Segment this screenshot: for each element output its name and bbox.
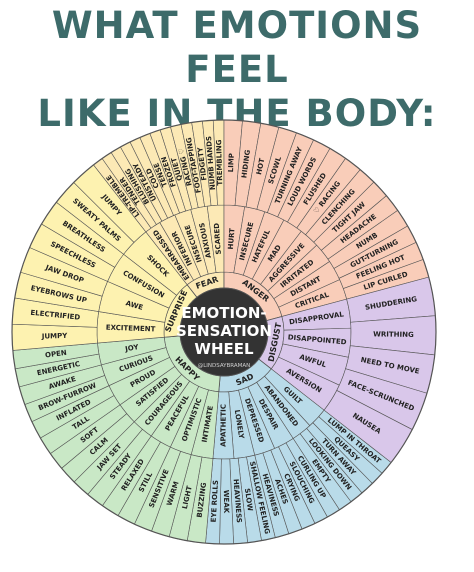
surprise-middle-label: EXCITEMENT: [106, 324, 156, 334]
page-title: WHAT EMOTIONS FEEL LIKE IN THE BODY:: [0, 4, 474, 136]
surprise-outer-label: JUMPY: [41, 332, 69, 341]
sad-outer-label: HEAVINESS: [232, 479, 243, 524]
sad-outer-label: WEAK: [222, 490, 230, 514]
center-line-3: WHEEL: [194, 340, 254, 358]
anger-outer-label: LIMP: [227, 153, 236, 173]
sad-middle-label: APATHETIC: [219, 404, 227, 447]
wheel-sectors: [11, 119, 437, 545]
happy-middle-label: JOY: [124, 343, 140, 354]
anger-outer-label: HOT: [255, 157, 266, 175]
wheel-center: EMOTION- SENSATION WHEEL @LINDSAYBRAMAN: [176, 287, 272, 377]
wheel-outer-border: [11, 119, 437, 545]
anger-middle-label: HURT: [227, 228, 237, 250]
fear-outer-label: TREMBLING: [215, 139, 224, 185]
center-line-1: EMOTION-: [181, 304, 266, 322]
center-handle: @LINDSAYBRAMAN: [198, 363, 251, 369]
sad-outer-label: EYE ROLLS: [210, 480, 220, 523]
happy-outer-label: OPEN: [45, 349, 68, 360]
anger-outer-label: HIDING: [240, 149, 252, 179]
sad-outer-label: SLOW: [243, 488, 254, 512]
center-circle: [179, 287, 269, 377]
center-line-2: SENSATION: [176, 322, 272, 340]
disgust-outer-label: WRITHING: [373, 330, 414, 339]
title-line-1: WHAT EMOTIONS FEEL: [51, 4, 423, 91]
fear-middle-label: SCARED: [213, 223, 223, 255]
